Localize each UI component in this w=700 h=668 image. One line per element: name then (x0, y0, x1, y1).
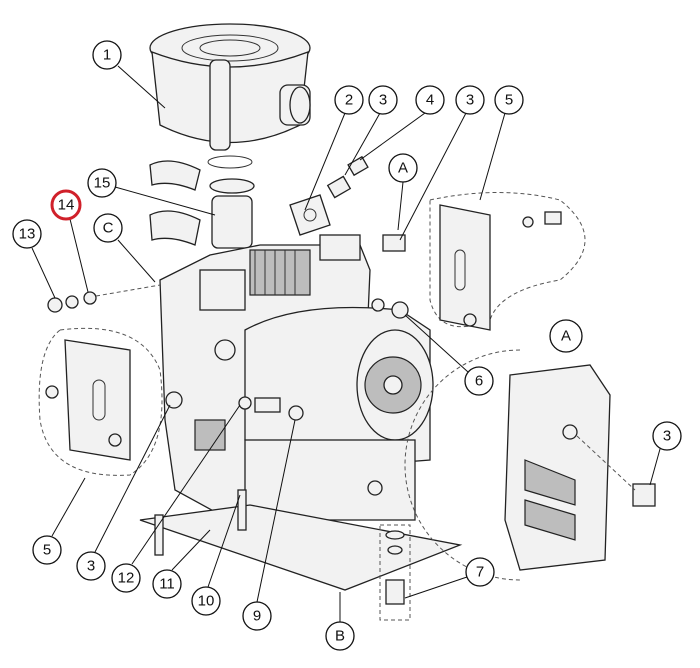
svg-text:11: 11 (159, 576, 175, 593)
callout-3-detail[interactable]: 3 (652, 421, 682, 451)
svg-text:C: C (103, 220, 114, 237)
svg-text:5: 5 (43, 542, 51, 559)
svg-text:5: 5 (505, 92, 513, 109)
screw-and-washers (47, 284, 161, 313)
svg-text:A: A (398, 160, 408, 177)
svg-text:3: 3 (663, 428, 671, 445)
callout-9[interactable]: 9 (242, 601, 272, 631)
svg-text:3: 3 (87, 558, 95, 575)
callout-11[interactable]: 11 (152, 569, 182, 599)
svg-text:A: A (561, 328, 571, 345)
svg-text:7: 7 (476, 564, 484, 581)
svg-text:3: 3 (466, 92, 474, 109)
motor (244, 306, 434, 521)
callout-c[interactable]: C (93, 213, 123, 243)
anti-vibration-mount (379, 524, 411, 621)
callout-6[interactable]: 6 (464, 366, 494, 396)
leader-lines (31, 65, 661, 622)
svg-text:6: 6 (475, 373, 483, 390)
callout-12[interactable]: 12 (111, 563, 141, 593)
svg-text:12: 12 (118, 570, 135, 587)
svg-text:4: 4 (426, 92, 434, 109)
callout-7[interactable]: 7 (465, 557, 495, 587)
callout-14-highlighted[interactable]: 14 (50, 189, 82, 221)
detail-view-a (404, 349, 656, 581)
callout-4[interactable]: 4 (415, 85, 445, 115)
svg-text:9: 9 (253, 608, 261, 625)
bracket-left (38, 327, 163, 476)
callout-10[interactable]: 10 (191, 586, 221, 616)
svg-text:B: B (335, 628, 345, 645)
svg-text:3: 3 (379, 92, 387, 109)
callout-3-top-right[interactable]: 3 (455, 85, 485, 115)
callout-5-top[interactable]: 5 (494, 85, 524, 115)
svg-text:13: 13 (19, 226, 36, 243)
callout-13[interactable]: 13 (12, 219, 42, 249)
callout-3-top[interactable]: 3 (368, 85, 398, 115)
air-filter-canister (149, 23, 311, 169)
svg-text:14: 14 (58, 197, 75, 214)
fittings (165, 155, 409, 421)
callout-a-top[interactable]: A (388, 153, 418, 183)
bracket-right (429, 192, 586, 331)
svg-text:10: 10 (198, 593, 215, 610)
callout-5-bottom[interactable]: 5 (32, 535, 62, 565)
callout-b[interactable]: B (325, 621, 355, 651)
svg-text:2: 2 (345, 92, 353, 109)
callout-a-detail[interactable]: A (549, 319, 583, 353)
callout-1[interactable]: 1 (92, 40, 122, 70)
callout-15[interactable]: 15 (87, 168, 117, 198)
svg-text:15: 15 (94, 175, 111, 192)
callout-2[interactable]: 2 (334, 85, 364, 115)
callout-3-bottom[interactable]: 3 (76, 551, 106, 581)
svg-text:1: 1 (103, 47, 111, 64)
